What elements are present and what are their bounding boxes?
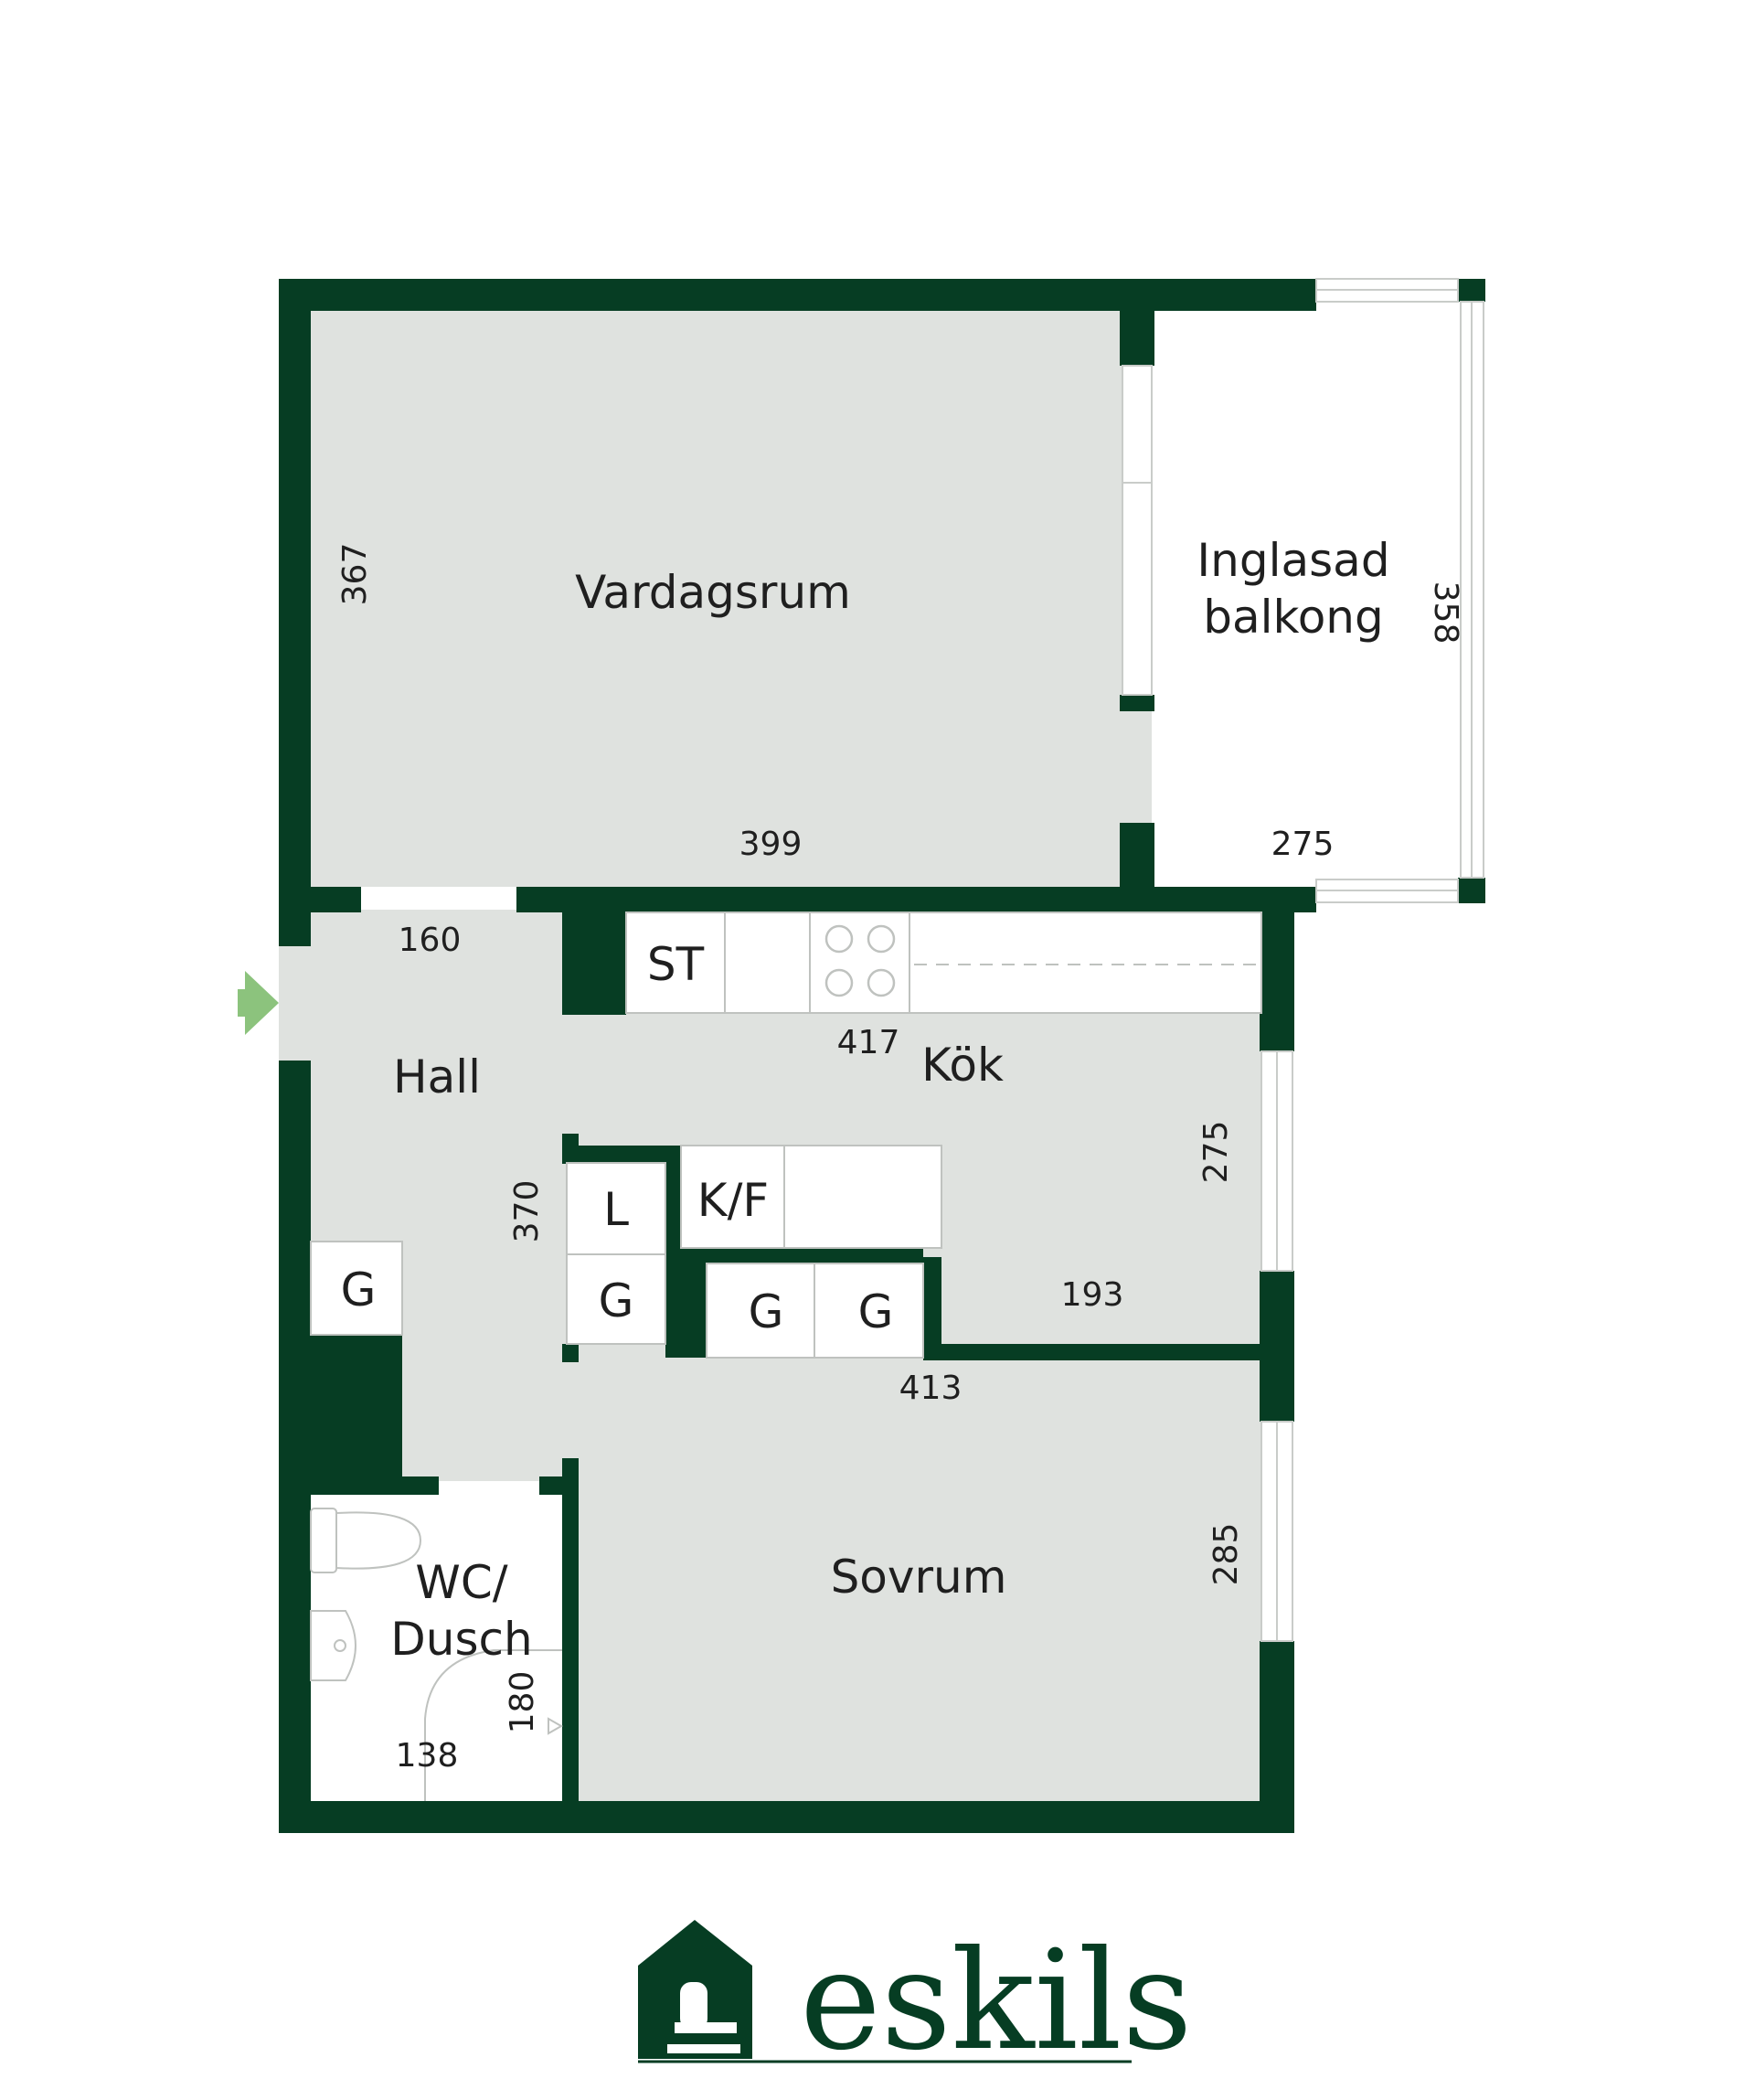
stove-icon (824, 924, 896, 997)
wall-top (279, 279, 1316, 311)
dim-kok-width: 417 (837, 1024, 900, 1061)
cabinet-label-g-inner: G (599, 1274, 634, 1327)
closet-hall-g (310, 1241, 403, 1336)
cabinet-label-l: L (603, 1183, 629, 1236)
wall-kitchen-right-top (1260, 905, 1294, 1051)
wall-living-right-top (1120, 311, 1154, 366)
wall-closet-bottom-stub (562, 1344, 579, 1362)
shower-icon (424, 1649, 564, 1801)
kitchen-counter (625, 911, 1262, 1014)
dim-wc-width: 138 (396, 1737, 459, 1775)
dim-sovrum-width: 413 (899, 1370, 963, 1407)
window-living (1122, 365, 1153, 696)
wall-hall-left-block (311, 1335, 402, 1481)
dim-hall-height: 370 (508, 1180, 546, 1243)
cabinet-label-g-kok-2: G (858, 1285, 894, 1338)
room-label-sovrum: Sovrum (831, 1551, 1007, 1604)
floor-entrance (279, 946, 315, 1061)
wall-kitchen-step (923, 1257, 941, 1358)
closets (310, 1145, 942, 1359)
wall-closet-left-stub (562, 1134, 579, 1152)
logo-text: eskils (800, 1922, 1193, 2081)
sink-icon (310, 1610, 356, 1681)
wall-top-right-corner (1458, 279, 1485, 302)
wall-closet-outline (562, 1146, 681, 1164)
wall-wc-top-left (311, 1476, 439, 1495)
room-label-kok: Kök (921, 1039, 1004, 1092)
dim-kok-height: 275 (1197, 1121, 1235, 1184)
wall-balkong-bottom-corner (1458, 878, 1485, 903)
wall-hall-kitchen-top (562, 912, 626, 1015)
entrance-arrow-icon (238, 971, 279, 1035)
dim-hall-width: 160 (399, 922, 462, 959)
cabinet-label-st: ST (647, 938, 705, 991)
room-label-wc-2: Dusch (390, 1613, 532, 1666)
closet-g-inner (566, 1253, 666, 1345)
cabinet-label-g-hall: G (341, 1263, 377, 1316)
wall-kitchen-bottom (923, 1344, 1261, 1360)
walls (279, 279, 1485, 1833)
cabinet-label-kf: K/F (697, 1174, 769, 1227)
toilet-icon (310, 1508, 422, 1573)
room-label-balkong-2: balkong (1203, 591, 1383, 644)
closet-kf (680, 1145, 942, 1249)
dim-sovrum-height: 285 (1207, 1523, 1245, 1586)
floor-vardagsrum (311, 311, 1152, 887)
dim-balkong-height: 358 (1427, 581, 1464, 645)
wall-closet-g-top (665, 1245, 923, 1263)
floor-sovrum (567, 1348, 1261, 1810)
dim-kok-inner: 193 (1061, 1276, 1124, 1314)
room-label-balkong-1: Inglasad (1197, 534, 1389, 587)
wall-left-lower (279, 1061, 311, 1833)
dim-balkong-width: 275 (1271, 826, 1335, 863)
house-logo-icon (638, 1920, 752, 2059)
cabinet-label-g-kok-1: G (749, 1285, 784, 1338)
wall-living-bottom (516, 887, 1316, 912)
wall-wc-right (562, 1458, 579, 1806)
wall-living-bottom-left (311, 887, 361, 912)
dim-vardagsrum-width: 399 (739, 826, 803, 863)
closet-l (566, 1162, 666, 1255)
wc-fixtures (310, 1495, 564, 1801)
wall-kitchen-right-mid (1260, 1271, 1294, 1422)
wall-living-right-mid (1120, 695, 1154, 711)
logo: eskils (638, 1920, 1193, 2081)
counter (625, 911, 1262, 1014)
room-label-vardagsrum: Vardagsrum (575, 566, 851, 619)
wall-bottom (279, 1801, 1293, 1833)
floor-hall-lower (402, 1330, 576, 1481)
wall-kitchen-right-bottom (1260, 1641, 1294, 1833)
wall-left-upper (279, 279, 311, 946)
room-label-wc-1: WC/ (415, 1556, 507, 1609)
dim-wc-height: 180 (504, 1671, 541, 1734)
room-label-hall: Hall (393, 1050, 481, 1103)
windows (1122, 278, 1484, 1642)
dim-vardagsrum-height: 367 (336, 543, 374, 606)
